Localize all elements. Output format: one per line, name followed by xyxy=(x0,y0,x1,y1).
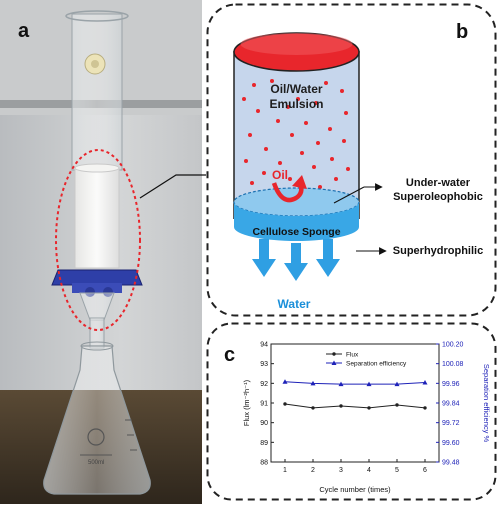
sponge-label: Cellulose Sponge xyxy=(252,226,340,238)
legend-swatch-marker xyxy=(331,360,337,365)
cellulose-sponge xyxy=(234,202,359,241)
left-tick-label: 91 xyxy=(260,401,268,408)
series-line-1 xyxy=(284,403,426,409)
right-axis: 99.48 99.60 99.72 99.84 99.96 100.08 100.20 xyxy=(436,342,464,467)
legend-entry-label: Separation efficiency xyxy=(346,361,407,368)
right-tick-label: 99.48 xyxy=(442,460,460,467)
left-tick-label: 94 xyxy=(260,342,268,349)
efficiency-point xyxy=(366,381,372,387)
right-tick-label: 100.08 xyxy=(442,361,464,368)
flux-point xyxy=(311,406,315,410)
chart-panel-border xyxy=(206,322,497,501)
flux-point xyxy=(339,404,343,408)
left-tick-label: 89 xyxy=(260,440,268,447)
legend-swatch-marker xyxy=(332,352,336,356)
svg-text:500ml: 500ml xyxy=(88,460,104,466)
cycle-chart: 88 89 90 91 92 93 94 99.48 99.60 99.72 99.84 99.96… xyxy=(206,322,497,501)
apparatus-photo: 500ml a xyxy=(0,0,202,504)
panel-c-letter: c xyxy=(224,344,236,366)
efficiency-point xyxy=(422,380,428,385)
water-flow-arrows xyxy=(252,239,340,281)
right-tick-label: 99.72 xyxy=(442,420,460,427)
right-tick-label: 100.20 xyxy=(442,342,464,349)
apparatus-photo-drawing: 500ml xyxy=(0,0,202,504)
left-axis: 88 89 90 91 92 93 94 xyxy=(260,342,274,467)
efficiency-point xyxy=(282,379,288,384)
x-tick-label: 6 xyxy=(423,467,427,474)
efficiency-point xyxy=(338,381,344,387)
underwater-callout-line1: Under-water xyxy=(406,177,471,189)
series-line-2 xyxy=(284,381,426,385)
flux-point xyxy=(367,406,371,410)
cycle-chart-panel: 88 89 90 91 92 93 94 99.48 99.60 99.72 99.84 99.96… xyxy=(206,322,497,501)
emulsion-label-line1: Oil/Water xyxy=(270,82,323,96)
x-axis-label: Cycle number (times) xyxy=(319,485,391,494)
panel-a-letter: a xyxy=(18,20,30,42)
schematic-panel: Oil/Water Emulsion Cellulose Sponge Oil … xyxy=(206,3,497,317)
water-label: Water xyxy=(278,297,311,311)
oil-label: Oil xyxy=(272,168,288,182)
superhydrophilic-callout: Superhydrophilic xyxy=(393,245,483,257)
flux-point xyxy=(395,403,399,407)
underwater-callout-line2: Superoleophobic xyxy=(393,191,483,203)
panel-b-letter: b xyxy=(456,21,469,43)
right-tick-label: 99.84 xyxy=(442,401,460,408)
oil-droplets xyxy=(242,79,350,193)
left-tick-label: 92 xyxy=(260,381,268,388)
x-tick-label: 2 xyxy=(311,467,315,474)
efficiency-point xyxy=(394,381,400,387)
flux-point xyxy=(423,406,427,410)
right-tick-label: 99.60 xyxy=(442,440,460,447)
schematic-drawing: Oil/Water Emulsion Cellulose Sponge Oil … xyxy=(206,3,497,317)
x-axis: 1 2 3 4 5 6 xyxy=(283,459,427,474)
left-tick-label: 90 xyxy=(260,420,268,427)
efficiency-point xyxy=(310,380,316,386)
emulsion-column xyxy=(234,51,359,201)
left-tick-label: 93 xyxy=(260,361,268,368)
legend-entry-label: Flux xyxy=(346,352,359,359)
series-group xyxy=(282,379,428,410)
right-tick-label: 99.96 xyxy=(442,381,460,388)
emulsion-label-line2: Emulsion xyxy=(269,97,323,111)
left-axis-label: Flux (lm⁻²h⁻¹) xyxy=(242,379,251,426)
x-tick-label: 5 xyxy=(395,467,399,474)
right-axis-label: Separation efficiency % xyxy=(482,364,491,443)
x-tick-label: 1 xyxy=(283,467,287,474)
left-tick-label: 88 xyxy=(260,460,268,467)
flux-point xyxy=(283,402,287,406)
x-tick-label: 4 xyxy=(367,467,371,474)
x-tick-label: 3 xyxy=(339,467,343,474)
